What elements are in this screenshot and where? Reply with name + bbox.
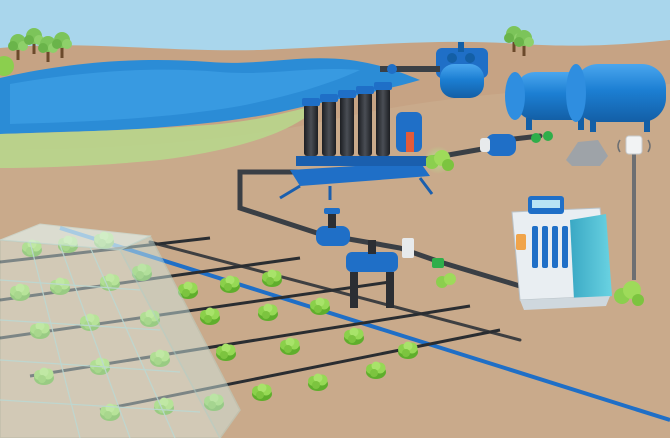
rock — [566, 140, 608, 166]
bush — [436, 273, 456, 288]
valve-icon — [387, 64, 397, 74]
sensor-icon — [617, 135, 651, 280]
small-pipe — [380, 66, 440, 72]
bush — [425, 150, 454, 171]
valve-icon — [346, 238, 414, 308]
bush — [614, 281, 644, 306]
bush — [0, 56, 14, 76]
pump-icon — [480, 131, 553, 156]
controller-icon — [511, 196, 612, 310]
tank-icon — [566, 64, 666, 132]
tank-icon — [436, 42, 488, 98]
pipe-fitting — [432, 258, 444, 268]
greenhouse-icon — [0, 223, 241, 438]
ground — [0, 84, 670, 438]
valve-icon — [316, 208, 350, 246]
filter-icon — [279, 82, 434, 200]
river-highlight — [10, 69, 360, 124]
river-bank-grass — [0, 104, 320, 168]
